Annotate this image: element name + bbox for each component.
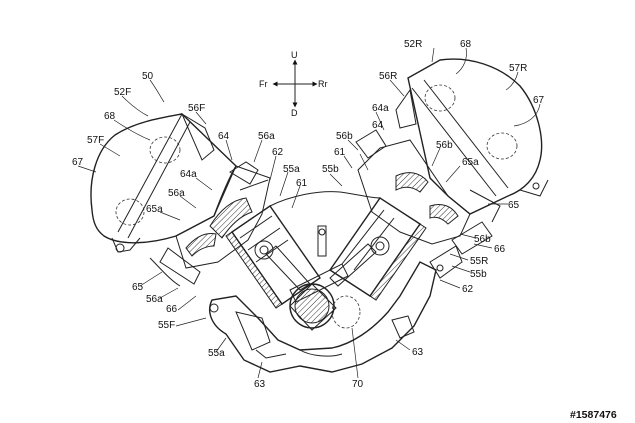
front-cylinder-head xyxy=(149,161,271,287)
rear-cylinder-head xyxy=(355,129,501,255)
ref-label: 55b xyxy=(322,164,339,175)
ref-label: 67 xyxy=(533,95,545,106)
ref-label: 67 xyxy=(72,157,84,168)
ref-label: 50 xyxy=(142,71,154,82)
ref-label: 68 xyxy=(460,39,472,50)
ref-label: 65 xyxy=(508,200,520,211)
ref-label: 56a xyxy=(146,294,163,305)
direction-down-label: D xyxy=(291,108,298,118)
front-head-cover xyxy=(90,112,237,253)
ref-label: 55b xyxy=(470,269,487,280)
ref-label: 61 xyxy=(296,178,308,189)
leader-lines xyxy=(77,47,541,379)
ref-label: 63 xyxy=(254,379,266,390)
ref-label: 62 xyxy=(272,147,284,158)
ref-label: 55R xyxy=(470,256,488,267)
ref-label: 64a xyxy=(180,169,197,180)
reference-labels: 52R 68 57R 67 50 56R 52F 56F 64 64a 68 5… xyxy=(72,39,545,390)
ref-label: 56a xyxy=(258,131,275,142)
ref-label: 64a xyxy=(372,103,389,114)
direction-indicator: U D Fr Rr xyxy=(259,50,328,118)
ref-label: 55F xyxy=(158,320,175,331)
ref-label: 57R xyxy=(509,63,527,74)
rear-head-cover xyxy=(395,58,549,215)
direction-up-label: U xyxy=(291,50,298,60)
crankcase xyxy=(208,245,463,373)
ref-label: 52R xyxy=(404,39,422,50)
ref-label: 55a xyxy=(208,348,225,359)
ref-label: 56a xyxy=(168,188,185,199)
ref-label: 66 xyxy=(166,304,178,315)
ref-label: 56b xyxy=(336,131,353,142)
cylinder-blocks xyxy=(225,191,427,309)
ref-label: 66 xyxy=(494,244,506,255)
ref-label: 63 xyxy=(412,347,424,358)
ref-label: 64 xyxy=(218,131,230,142)
ref-label: 61 xyxy=(334,147,346,158)
ref-label: 65 xyxy=(132,282,144,293)
watermark: #1587476 xyxy=(570,409,617,421)
ref-label: 62 xyxy=(462,284,474,295)
ref-label: 56R xyxy=(379,71,397,82)
ref-label: 56F xyxy=(188,103,205,114)
ref-label: 55a xyxy=(283,164,300,175)
ref-label: 64 xyxy=(372,120,384,131)
ref-label: 70 xyxy=(352,379,364,390)
ref-label: 65a xyxy=(146,204,163,215)
ref-label: 56b xyxy=(436,140,453,151)
ref-label: 65a xyxy=(462,157,479,168)
direction-front-label: Fr xyxy=(259,79,268,89)
ref-label: 68 xyxy=(104,111,116,122)
ref-label: 56b xyxy=(474,234,491,245)
ref-label: 57F xyxy=(87,135,104,146)
direction-rear-label: Rr xyxy=(318,79,328,89)
crankshaft xyxy=(289,283,361,331)
ref-label: 52F xyxy=(114,87,131,98)
